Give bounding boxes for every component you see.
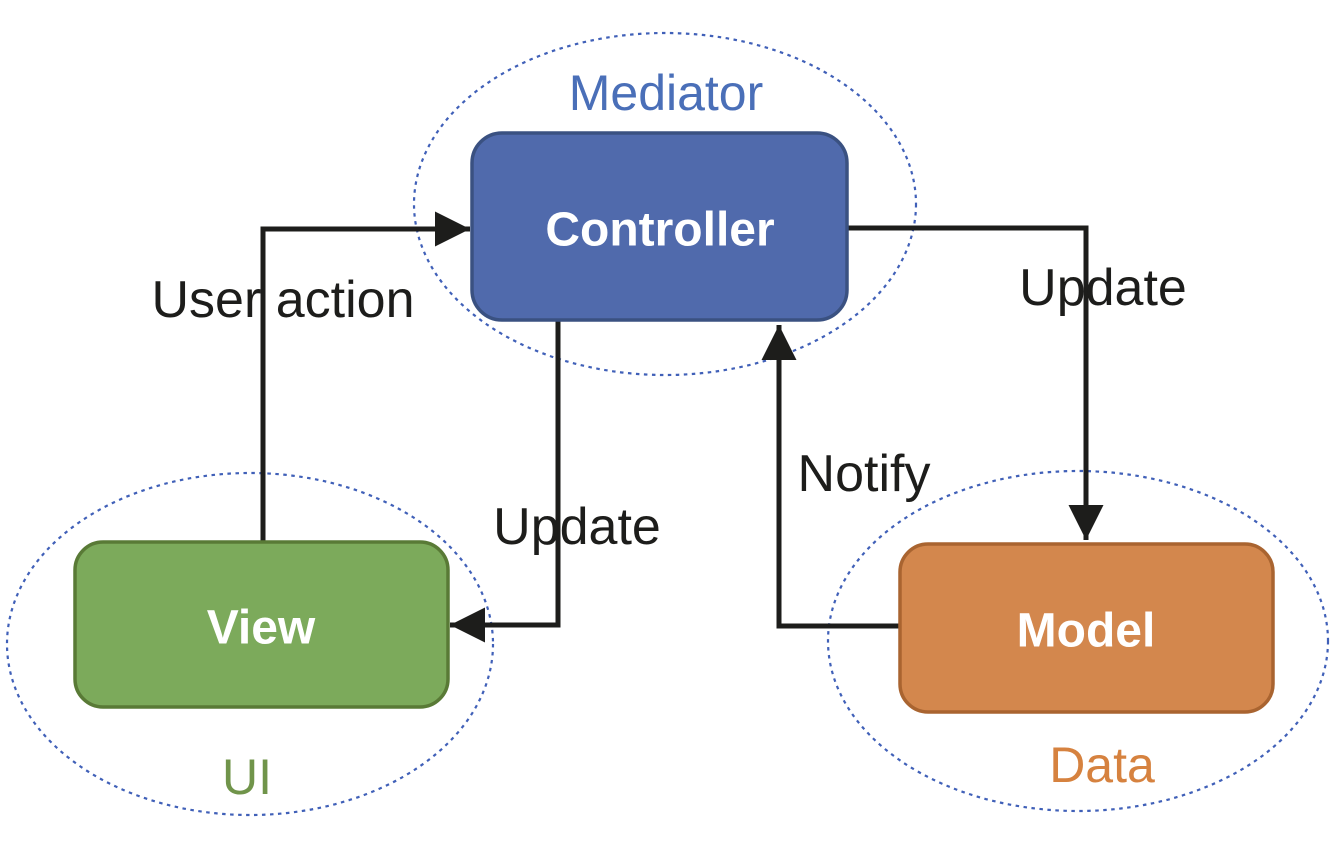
controller-label: Controller [545, 204, 774, 257]
user-action-edge-label: User action [152, 271, 415, 329]
mediator-group-label: Mediator [569, 65, 764, 121]
update-view-edge-label: Update [493, 498, 661, 556]
ui-group-ellipse [5, 471, 495, 817]
user-action-arrow [260, 211, 470, 542]
update-model-arrow [847, 225, 1104, 540]
model-box [898, 542, 1275, 714]
ui-group-label: UI [222, 749, 272, 805]
notify-arrow [761, 325, 900, 629]
view-box [73, 540, 450, 709]
update-model-edge-label: Update [1019, 259, 1187, 317]
view-label: View [207, 602, 316, 655]
update-view-arrow [450, 320, 561, 643]
data-group-ellipse [826, 469, 1330, 813]
model-label: Model [1017, 605, 1156, 658]
data-group-label: Data [1049, 737, 1155, 793]
controller-box [470, 131, 849, 322]
mediator-group-ellipse [412, 31, 918, 377]
notify-edge-label: Notify [798, 445, 931, 503]
